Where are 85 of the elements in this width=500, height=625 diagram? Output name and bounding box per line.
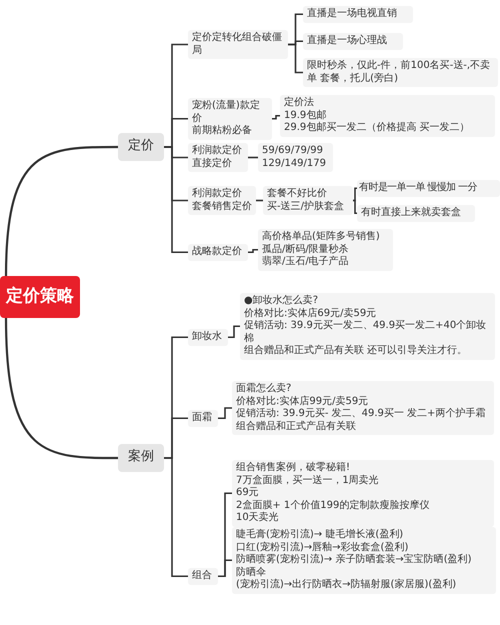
node-text: 促销活动: 39.9元买一发二、49.9买一发二+40个卸妆棉 [244, 320, 488, 344]
node-text: 129/149/179 [262, 158, 327, 170]
node-text: 10天卖光 [236, 512, 280, 524]
subtopic-box [263, 186, 353, 215]
node-text: 59/69/79/99 [262, 145, 324, 158]
node-text: 战略款定价 [192, 246, 243, 258]
node-text: 定价定转化组合破僵局 [192, 32, 283, 57]
subtopic-box [357, 205, 475, 222]
connector-line [4, 318, 118, 460]
subtopic-box [188, 410, 218, 426]
node-text: (宠粉引流)→出行防晒衣→防辐射服(家居服)(盈利) [236, 579, 458, 592]
node-text: 口红(宠粉引流)→唇釉→彩妆套盒(盈利) [236, 542, 410, 554]
node-text: 案例 [127, 448, 155, 466]
connector-line [353, 187, 357, 202]
node-text: 促销活动: 39.9元买- 发二、49.9买一 发二+两个护手霜 [236, 408, 486, 420]
node-text: 定价策略 [6, 285, 74, 308]
node-text: 面霜 [192, 412, 213, 424]
subtopic-box [258, 143, 333, 172]
subtopic-box [280, 95, 495, 136]
node-text: 直播是一场电视直销 [307, 8, 398, 20]
subtopic-box [188, 98, 272, 140]
node-text: 69元 [236, 487, 260, 500]
subtopic-box [357, 180, 500, 196]
node-text: 价格对比:实体店69元/卖59元 [244, 308, 378, 320]
connector-line [218, 559, 232, 578]
subtopic-box [303, 33, 403, 50]
node-text: 卸妆水 [192, 331, 223, 344]
node-text: 组合 [192, 570, 213, 582]
connector-line [353, 200, 357, 214]
connector-line [218, 407, 232, 420]
node-text: 29.9包邮买一发二（价格提高 买一发二） [284, 122, 470, 134]
node-text: 定价 [127, 137, 155, 155]
subtopic-box [188, 143, 248, 172]
node-text: 前期粘粉必备 [192, 125, 253, 138]
node-text: 直播是一场心理战 [307, 35, 388, 48]
subtopic-box [258, 229, 393, 270]
node-text: 定价法 [284, 97, 315, 110]
subtopic-box [232, 381, 494, 435]
node-text: 高价格单品(矩阵多号销售) [262, 231, 381, 244]
connector-line [272, 114, 280, 120]
connector-line [164, 146, 188, 254]
node-text: 买-送三/护肤套盒 [267, 200, 345, 213]
subtopic-box [303, 6, 413, 22]
node-text: 翡翠/玉石/电子产品 [262, 256, 350, 268]
node-text: 有时直接上来就卖套盒 [361, 207, 462, 220]
node-text: 宠粉(流量)款定价 [192, 100, 261, 124]
node-text: 套餐销售定价 [192, 200, 252, 213]
node-text: 组合赠品和正式产品有关联 [236, 420, 357, 433]
node-text: 睫毛膏(宠粉引流)→ 睫毛增长液(盈利) [236, 529, 404, 542]
node-text: 组合赠品和正式产品有关联 还可以引导关注才行。 [244, 345, 468, 358]
node-text: 有时是一单一单 慢慢加 一分 [359, 182, 478, 194]
node-text: 19.9包邮 [284, 110, 328, 122]
central-topic-box [0, 276, 80, 318]
connector-line [256, 200, 263, 202]
node-text: 直接定价 [192, 158, 233, 170]
node-text: 面霜怎么卖? [236, 383, 292, 396]
node-text: 限时秒杀，仅此-件，前100名买-送-,不卖单 套餐，托儿(旁白) [307, 60, 492, 85]
node-text: 价格对比:实体店99元/卖59元 [236, 396, 370, 408]
subtopic-box [188, 329, 228, 346]
node-text: ●卸妆水怎么卖? [244, 295, 320, 308]
subtopic-box [240, 293, 495, 360]
connector-line [164, 457, 188, 578]
subtopic-box [188, 186, 256, 215]
connector-line [288, 44, 303, 74]
subtopic-box [188, 568, 218, 584]
node-text: 防晒喷雾(宠粉引流)→ 亲子防晒套装→宝宝防晒(盈利) [236, 554, 473, 566]
subtopic-box [188, 244, 248, 260]
subtopic-box [232, 460, 494, 526]
node-text: 孤品/断码/限量秒杀 [262, 244, 350, 256]
node-text: 组合销售案例，破零秘籍! [236, 462, 352, 474]
node-text: 利润款定价 [192, 188, 243, 200]
subtopic-box [303, 58, 498, 87]
node-text: 防晒伞 [236, 566, 267, 578]
connector-line [228, 325, 240, 338]
branch-topic-box [118, 444, 164, 472]
connector-line [248, 248, 258, 254]
branch-topic-box [118, 133, 164, 161]
subtopic-box [232, 527, 496, 594]
connector-line [4, 146, 118, 276]
node-text: 套餐不好比价 [267, 188, 328, 200]
node-text: 7万盒面膜，买一送一，1周卖光 [236, 474, 380, 487]
node-text: 利润款定价 [192, 145, 243, 158]
connector-line [248, 156, 258, 158]
node-text: 2盒面膜+ 1个价值199的定制款瘦脸按摩仪 [236, 500, 430, 512]
subtopic-box [188, 30, 288, 59]
